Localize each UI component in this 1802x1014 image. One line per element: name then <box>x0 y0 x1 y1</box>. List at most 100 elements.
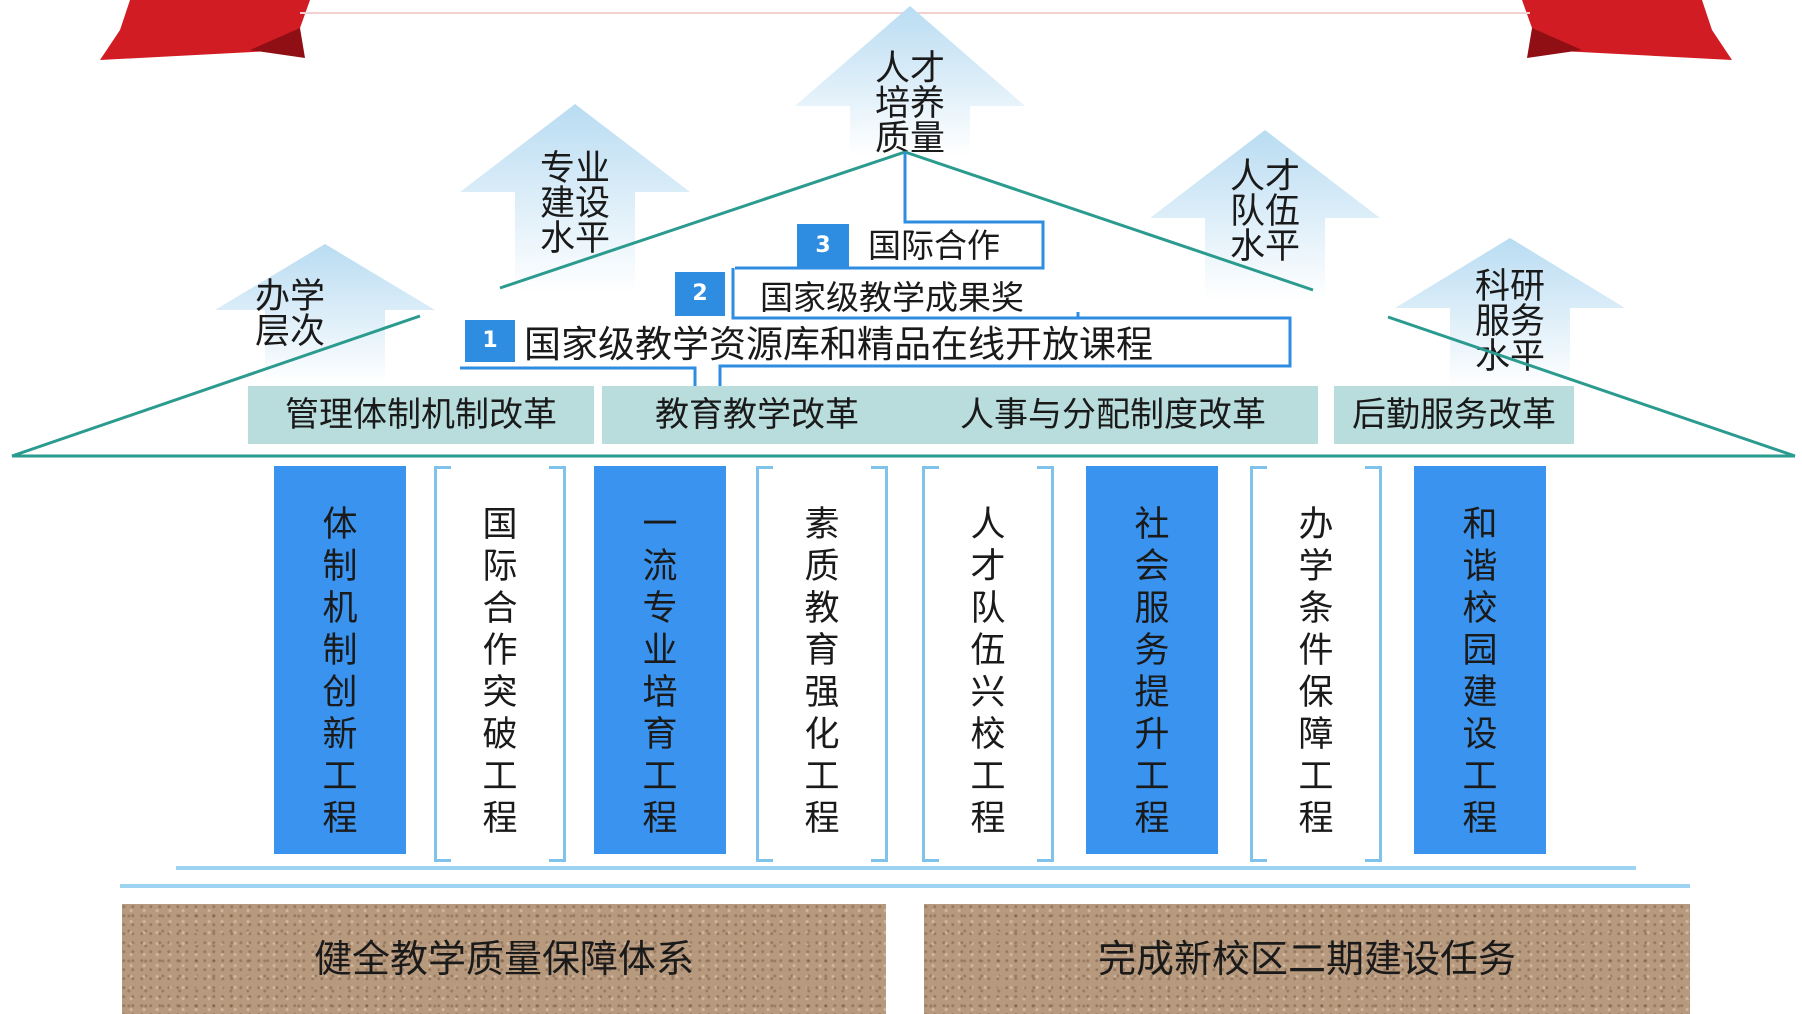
pillar-char: 培 <box>642 673 678 713</box>
pillar-char: 程 <box>970 799 1006 839</box>
pillar-char: 创 <box>322 673 358 713</box>
pillar-label: 人才队伍兴校工程 <box>922 504 1054 840</box>
pillar-char: 程 <box>322 799 358 839</box>
achievement-label-2: 国家级教学成果奖 <box>760 278 1024 317</box>
pillar-char: 保 <box>1298 673 1334 713</box>
pillar-char: 学 <box>1298 547 1334 587</box>
pillar-char: 新 <box>322 715 358 755</box>
pillar-char: 际 <box>482 547 518 587</box>
pillar-char: 设 <box>1462 715 1498 755</box>
pillar-char: 兴 <box>970 673 1006 713</box>
pillar-base-line <box>176 866 1636 870</box>
reform-personnel-distribution: 人事与分配制度改革 <box>908 386 1318 444</box>
pillar-char: 工 <box>1134 757 1170 797</box>
bracket-left <box>1250 466 1267 862</box>
reform-logistics-service: 后勤服务改革 <box>1334 386 1574 444</box>
goal-label-research-service: 科研 服务 水平 <box>1474 267 1545 377</box>
pillar-char: 提 <box>1134 673 1170 713</box>
pillar-char: 育 <box>642 715 678 755</box>
pillar-char: 专 <box>642 589 678 629</box>
pillar-char: 程 <box>1298 799 1334 839</box>
reform-education-teaching: 教育教学改革 <box>602 386 912 444</box>
goal-label-faculty-level: 人才 队伍 水平 <box>1229 157 1300 267</box>
pillar-char: 流 <box>642 547 678 587</box>
achievement-number-1: 1 <box>465 320 515 362</box>
pillar-char: 件 <box>1298 631 1334 671</box>
pillar-first-class-major: 一流专业培育工程 <box>594 466 726 854</box>
bracket-left <box>434 466 451 862</box>
pillar-char: 国 <box>482 505 518 545</box>
pillar-char: 工 <box>970 757 1006 797</box>
bracket-right <box>549 466 566 862</box>
pillar-char: 务 <box>1134 631 1170 671</box>
goal-arrow-talent-quality: 人才 培养 质量 <box>795 6 1025 159</box>
pillar-char: 建 <box>1462 673 1498 713</box>
pillar-char: 作 <box>482 631 518 671</box>
achievement-label-3: 国际合作 <box>868 226 1000 265</box>
achievement-number-2: 2 <box>675 272 725 316</box>
right-ribbon <box>1522 0 1732 62</box>
achievement-number-3: 3 <box>797 224 849 268</box>
pillar-char: 制 <box>322 547 358 587</box>
pillar-char: 程 <box>642 799 678 839</box>
pillar-char: 社 <box>1134 505 1170 545</box>
goal-label-major-construction: 专业 建设 水平 <box>539 149 610 259</box>
pillar-char: 校 <box>970 715 1006 755</box>
pillar-char: 业 <box>642 631 678 671</box>
pillar-label: 办学条件保障工程 <box>1250 504 1382 840</box>
pillar-char: 育 <box>804 631 840 671</box>
pillar-char: 程 <box>482 799 518 839</box>
bracket-right <box>1037 466 1054 862</box>
pillar-char: 升 <box>1134 715 1170 755</box>
roof-lines <box>11 150 1796 458</box>
pillar-char: 和 <box>1462 505 1498 545</box>
pillar-char: 工 <box>642 757 678 797</box>
pillar-char: 一 <box>642 505 678 545</box>
pillar-char: 机 <box>322 589 358 629</box>
pillar-social-service: 社会服务提升工程 <box>1086 466 1218 854</box>
pillar-char: 伍 <box>970 631 1006 671</box>
pillar-char: 体 <box>322 505 358 545</box>
pillar-char: 素 <box>804 505 840 545</box>
pillar-label: 体制机制创新工程 <box>274 504 406 840</box>
left-ribbon <box>100 0 310 62</box>
pillar-char: 工 <box>482 757 518 797</box>
pillar-char: 突 <box>482 673 518 713</box>
pillar-char: 程 <box>804 799 840 839</box>
pillar-char: 才 <box>970 547 1006 587</box>
pillar-char: 教 <box>804 589 840 629</box>
pillar-harmonious-campus: 和谐校园建设工程 <box>1414 466 1546 854</box>
pillar-char: 强 <box>804 673 840 713</box>
pillar-char: 人 <box>970 505 1006 545</box>
pillar-char: 工 <box>804 757 840 797</box>
foundation-new-campus: 完成新校区二期建设任务 <box>924 904 1690 1014</box>
pillar-char: 园 <box>1462 631 1498 671</box>
goal-label-school-level: 办学 层次 <box>254 277 325 352</box>
pillar-char: 合 <box>482 589 518 629</box>
bracket-right <box>871 466 888 862</box>
pillar-char: 化 <box>804 715 840 755</box>
foundation-quality-assurance: 健全教学质量保障体系 <box>122 904 886 1014</box>
pillar-char: 破 <box>482 715 518 755</box>
bracket-right <box>1365 466 1382 862</box>
pillar-char: 校 <box>1462 589 1498 629</box>
pillar-label: 素质教育强化工程 <box>756 504 888 840</box>
goal-arrow-major-construction: 专业 建设 水平 <box>460 104 690 294</box>
pillar-quality-education: 素质教育强化工程 <box>756 466 888 862</box>
pillar-char: 程 <box>1134 799 1170 839</box>
pillar-label: 和谐校园建设工程 <box>1414 504 1546 840</box>
bracket-left <box>756 466 773 862</box>
pillar-char: 障 <box>1298 715 1334 755</box>
pillar-char: 工 <box>322 757 358 797</box>
pillar-label: 国际合作突破工程 <box>434 504 566 840</box>
pillar-char: 质 <box>804 547 840 587</box>
pillar-char: 程 <box>1462 799 1498 839</box>
foundation-top-line <box>120 884 1690 888</box>
goal-arrow-research-service: 科研 服务 水平 <box>1395 238 1625 388</box>
goal-label-talent-quality: 人才 培养 质量 <box>874 49 945 159</box>
pillar-label: 社会服务提升工程 <box>1086 504 1218 840</box>
pillar-school-conditions: 办学条件保障工程 <box>1250 466 1382 862</box>
pillar-char: 工 <box>1462 757 1498 797</box>
pillar-char: 制 <box>322 631 358 671</box>
pillar-char: 服 <box>1134 589 1170 629</box>
